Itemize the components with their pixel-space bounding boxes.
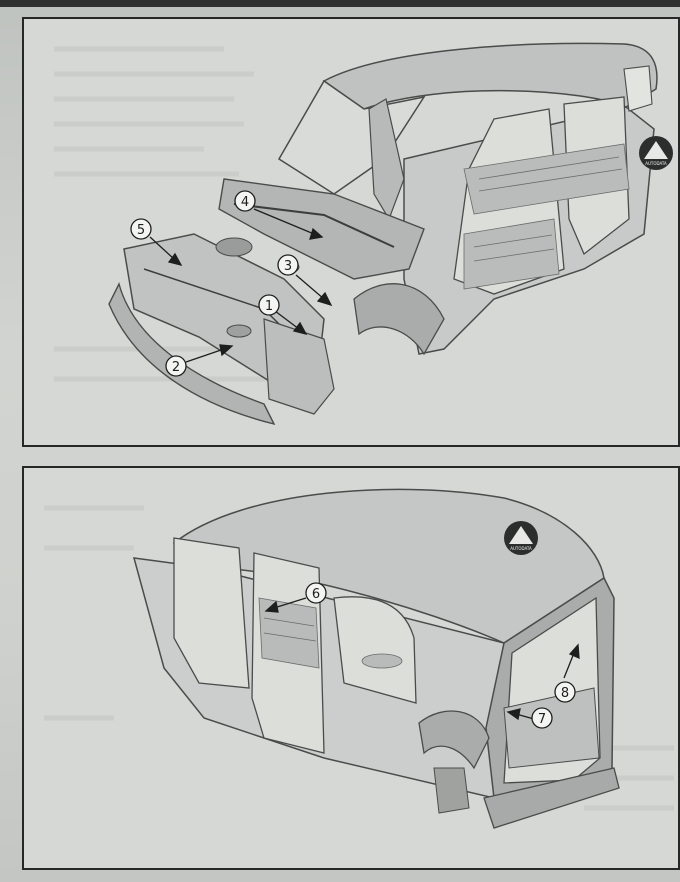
svg-text:AUTODATA: AUTODATA [645, 161, 667, 166]
front-side-member [263, 318, 335, 415]
svg-text:AUTODATA: AUTODATA [510, 546, 532, 551]
callout-leaders-bottom [264, 597, 580, 721]
callout-5: 5 [130, 218, 152, 240]
mount-hole [226, 324, 252, 338]
callout-1: 1 [258, 294, 280, 316]
svg-text:7: 7 [538, 712, 546, 727]
svg-text:1: 1 [265, 299, 273, 314]
roof-panel [322, 42, 658, 110]
top-rule [0, 0, 680, 7]
cowl-crossmember [233, 203, 395, 248]
figure-frame-top: AUTODATA 1 2 3 4 5 [22, 17, 680, 447]
callout-3: 3 [277, 254, 299, 276]
rear-bumper-beam [483, 767, 620, 829]
callout-7: 7 [531, 707, 553, 729]
callout-2: 2 [165, 355, 187, 377]
svg-text:2: 2 [172, 360, 180, 375]
cowl-bulkhead [218, 178, 425, 280]
floor-panels [258, 597, 403, 669]
rear-quarter-window [623, 65, 653, 112]
figure-frame-bottom: AUTODATA 6 7 8 [22, 466, 680, 870]
svg-text:4: 4 [241, 195, 249, 210]
callout-6: 6 [305, 582, 327, 604]
front-door-opening [173, 537, 250, 689]
car-body-front-illustration: AUTODATA 1 2 3 4 5 [54, 42, 673, 426]
rear-quarter-opening [333, 596, 417, 704]
strut-tower-left [215, 237, 253, 257]
svg-text:5: 5 [137, 223, 145, 238]
svg-text:8: 8 [561, 686, 569, 701]
a-pillar [368, 98, 405, 221]
front-wheel-arch [353, 283, 445, 356]
callout-leaders-top [149, 208, 333, 363]
taillight-mount [433, 767, 470, 814]
callout-4: 4 [234, 190, 256, 212]
autodata-logo: AUTODATA [639, 136, 673, 170]
svg-text:6: 6 [312, 587, 320, 602]
roof-panel [172, 488, 605, 644]
svg-text:3: 3 [284, 259, 292, 274]
autodata-logo: AUTODATA [504, 521, 538, 555]
rear-wheel-arch [418, 710, 490, 770]
car-body-rear-illustration: AUTODATA 6 7 8 [44, 488, 674, 829]
callout-8: 8 [554, 681, 576, 703]
bumper-reinforcement [108, 282, 276, 426]
floor-panels [463, 143, 630, 290]
